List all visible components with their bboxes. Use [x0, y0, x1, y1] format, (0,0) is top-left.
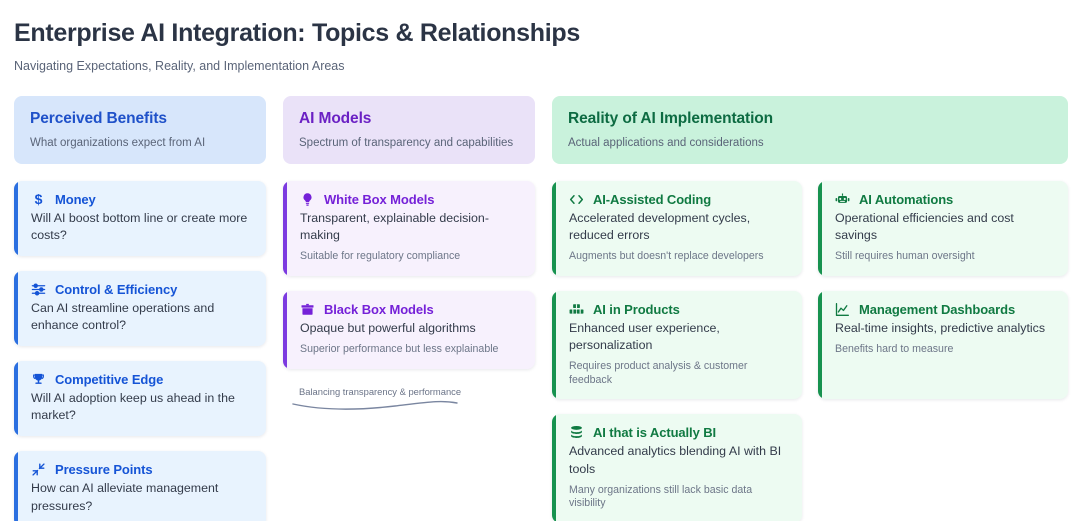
- card-control-efficiency[interactable]: Control & Efficiency Can AI streamline o…: [14, 270, 266, 347]
- card-note: Still requires human oversight: [835, 249, 975, 262]
- column-subheading: Spectrum of transparency and capabilitie…: [299, 136, 514, 149]
- column-heading: Perceived Benefits: [30, 109, 167, 127]
- sliders-icon: [31, 282, 46, 297]
- column-heading: Reality of AI Implementation: [568, 109, 774, 127]
- card-title-text: Control & Efficiency: [55, 281, 178, 297]
- card-competitive-edge[interactable]: Competitive Edge Will AI adoption keep u…: [14, 361, 266, 437]
- card-description: Can AI streamline operations and enhance…: [31, 300, 215, 333]
- connector-curve-icon: [292, 400, 458, 410]
- card-note: Superior performance but less explainabl…: [300, 342, 499, 355]
- card-black-box-models[interactable]: Black Box Models Opaque but powerful alg…: [283, 290, 535, 369]
- card-description: Enhanced user experience, personalizatio…: [569, 320, 720, 352]
- lightbulb-icon: [300, 192, 315, 207]
- column-perceived-benefits: Perceived Benefits What organizations ex…: [14, 95, 266, 521]
- card-title-text: AI in Products: [593, 301, 680, 317]
- connector-annotation: Balancing transparency & performance: [283, 386, 535, 412]
- card-description: Advanced analytics blending AI with BI t…: [569, 444, 782, 476]
- card-description: Accelerated development cycles, reduced …: [569, 210, 751, 242]
- card-note: Requires product analysis & customer fee…: [569, 359, 748, 386]
- card-ai-assisted-coding[interactable]: AI-Assisted Coding Accelerated developme…: [552, 180, 802, 276]
- compress-arrows-icon: [31, 462, 46, 477]
- card-note: Many organizations still lack basic data…: [569, 483, 753, 510]
- card-note: Augments but doesn't replace developers: [569, 249, 764, 262]
- column-header-perceived-benefits: Perceived Benefits What organizations ex…: [14, 95, 266, 164]
- dollar-sign-icon: $: [31, 192, 46, 207]
- card-title-row: AI in Products: [569, 302, 788, 317]
- card-description: Will AI boost bottom line or create more…: [31, 210, 248, 242]
- card-ai-that-is-actually-bi[interactable]: AI that is Actually BI Advanced analytic…: [552, 414, 802, 521]
- card-title-row: Management Dashboards: [835, 302, 1054, 317]
- column-subheading: Actual applications and considerations: [568, 136, 764, 149]
- card-ai-in-products[interactable]: AI in Products Enhanced user experience,…: [552, 290, 802, 400]
- card-title-row: Control & Efficiency: [31, 282, 252, 297]
- card-grid-reality: AI-Assisted Coding Accelerated developme…: [552, 180, 1068, 521]
- card-description: Operational efficiencies and cost saving…: [835, 210, 1014, 242]
- card-description: How can AI alleviate management pressure…: [31, 481, 219, 513]
- chart-line-icon: [835, 302, 850, 317]
- svg-text:$: $: [35, 192, 43, 207]
- card-title-row: White Box Models: [300, 192, 521, 207]
- column-ai-models: AI Models Spectrum of transparency and c…: [283, 95, 535, 412]
- card-note: Benefits hard to measure: [835, 342, 954, 355]
- column-header-ai-models: AI Models Spectrum of transparency and c…: [283, 95, 535, 164]
- card-title-row: AI-Assisted Coding: [569, 192, 788, 207]
- columns-container: Perceived Benefits What organizations ex…: [14, 95, 1068, 521]
- card-title-row: AI Automations: [835, 192, 1054, 207]
- connector-label: Balancing transparency & performance: [299, 385, 462, 397]
- card-stack-perceived-benefits: $ Money Will AI boost bottom line or cre…: [14, 180, 266, 521]
- card-money[interactable]: $ Money Will AI boost bottom line or cre…: [14, 180, 266, 256]
- card-management-dashboards[interactable]: Management Dashboards Real-time insights…: [818, 290, 1068, 400]
- column-subheading: What organizations expect from AI: [30, 136, 206, 149]
- card-title-row: AI that is Actually BI: [569, 425, 788, 440]
- robot-icon: [835, 192, 850, 207]
- card-description: Transparent, explainable decision-making: [300, 210, 489, 242]
- card-title-text: AI that is Actually BI: [593, 425, 717, 441]
- card-title-text: AI-Assisted Coding: [593, 191, 712, 207]
- trophy-icon: [31, 372, 46, 387]
- page-subtitle: Navigating Expectations, Reality, and Im…: [14, 58, 345, 73]
- card-title-text: Money: [55, 191, 96, 207]
- card-title-text: Black Box Models: [324, 301, 434, 317]
- column-header-reality: Reality of AI Implementation Actual appl…: [552, 95, 1068, 164]
- column-reality-of-ai-implementation: Reality of AI Implementation Actual appl…: [552, 95, 1068, 521]
- card-title-text: AI Automations: [859, 191, 954, 207]
- card-note: Suitable for regulatory compliance: [300, 249, 461, 262]
- card-pressure-points[interactable]: Pressure Points How can AI alleviate man…: [14, 451, 266, 521]
- card-description: Will AI adoption keep us ahead in the ma…: [31, 391, 235, 423]
- code-brackets-icon: [569, 192, 584, 207]
- card-title-row: Pressure Points: [31, 462, 252, 477]
- column-heading: AI Models: [299, 109, 372, 127]
- card-white-box-models[interactable]: White Box Models Transparent, explainabl…: [283, 180, 535, 276]
- card-title-text: Pressure Points: [55, 462, 153, 478]
- database-icon: [569, 425, 584, 440]
- card-title-row: Black Box Models: [300, 302, 521, 317]
- page-title: Enterprise AI Integration: Topics & Rela…: [14, 19, 580, 47]
- card-description: Opaque but powerful algorithms: [300, 320, 476, 335]
- card-title-text: Competitive Edge: [55, 372, 164, 388]
- box-icon: [300, 302, 315, 317]
- card-title-row: Competitive Edge: [31, 372, 252, 387]
- card-title-row: $ Money: [31, 192, 252, 207]
- card-ai-automations[interactable]: AI Automations Operational efficiencies …: [818, 180, 1068, 276]
- card-description: Real-time insights, predictive analytics: [835, 320, 1046, 335]
- card-stack-ai-models: White Box Models Transparent, explainabl…: [283, 180, 535, 369]
- card-title-text: Management Dashboards: [859, 301, 1016, 317]
- card-title-text: White Box Models: [324, 191, 435, 207]
- boxes-stacked-icon: [569, 302, 584, 317]
